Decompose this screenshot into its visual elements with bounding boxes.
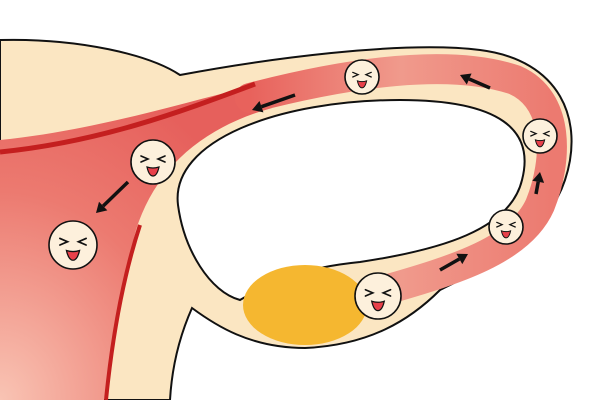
embryo-face-icon [522,118,558,154]
ovary [243,265,367,345]
direction-arrow-icon [532,172,545,195]
embryo-face-icon [130,139,176,185]
embryo-face-icon [48,220,98,270]
embryos [48,59,558,320]
vessel-line [0,81,256,155]
embryo-face-icon [488,209,524,245]
direction-arrow-icon [96,180,130,213]
direction-arrow-icon [439,253,468,272]
uterine-cavity [0,84,272,400]
embryo-face-icon [344,59,380,95]
direction-arrow-icon [252,93,296,113]
vessel-line [104,224,142,400]
direction-arrow-icon [460,73,491,90]
direction-arrows [96,73,545,272]
embryo-face-icon [354,272,402,320]
